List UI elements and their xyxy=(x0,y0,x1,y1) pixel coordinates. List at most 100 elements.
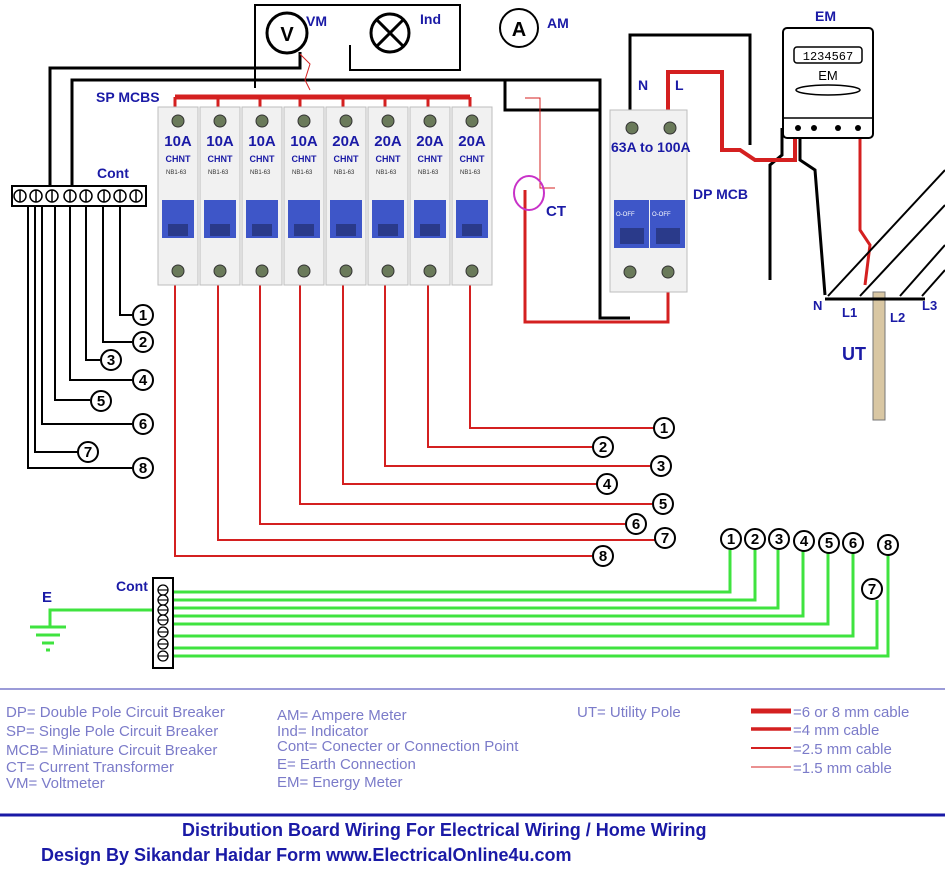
legend-item: EM= Energy Meter xyxy=(277,774,402,791)
meter-box xyxy=(254,4,461,88)
diagram-title: Distribution Board Wiring For Electrical… xyxy=(182,820,707,840)
cable-4mm: =4 mm cable xyxy=(793,722,879,739)
neutral-terminal-2: 2 xyxy=(132,331,154,353)
phase-terminal-3: 3 xyxy=(650,455,672,477)
sp-mcb-3: 10A CHNT NB1-63 xyxy=(241,106,283,286)
svg-text:1: 1 xyxy=(660,420,668,437)
svg-text:6: 6 xyxy=(139,416,147,433)
earth-terminal-8: 8 xyxy=(877,534,899,556)
mcb-rating: 20A xyxy=(332,133,360,150)
top-connector-label: Cont xyxy=(97,165,129,181)
neutral-terminal-7: 7 xyxy=(77,441,99,463)
legend-item: CT= Current Transformer xyxy=(6,759,174,776)
neutral-terminal-8: 8 xyxy=(132,457,154,479)
svg-text:3: 3 xyxy=(107,352,115,369)
phase-terminal-5: 5 xyxy=(652,493,674,515)
phase-terminal-8: 8 xyxy=(592,545,614,567)
svg-text:1: 1 xyxy=(727,531,735,548)
svg-text:5: 5 xyxy=(825,535,833,552)
phase-outgoing xyxy=(174,278,655,557)
earth-terminal-1: 1 xyxy=(720,528,742,550)
pole-l1-label: L1 xyxy=(842,305,857,320)
energy-meter: 1234567 EM xyxy=(782,27,874,139)
current-transformer-icon xyxy=(513,175,545,211)
svg-text:7: 7 xyxy=(868,581,876,598)
legend-item: E= Earth Connection xyxy=(277,756,416,773)
phase-terminal-4: 4 xyxy=(596,473,618,495)
mcb-rating: 10A xyxy=(164,133,192,150)
l-label: L xyxy=(675,77,684,93)
earth-terminal-6: 6 xyxy=(842,532,864,554)
legend-item: MCB= Miniature Circuit Breaker xyxy=(6,742,217,759)
indicator-lamp-icon xyxy=(369,12,411,54)
dp-off-left: O-OFF xyxy=(616,212,635,218)
phase-terminal-2: 2 xyxy=(592,436,614,458)
mcb-brand: CHNT xyxy=(250,154,275,164)
pole-l3-label: L3 xyxy=(922,298,937,313)
svg-text:1: 1 xyxy=(139,307,147,324)
mcb-rating: 20A xyxy=(458,133,486,150)
dp-mcb-label: DP MCB xyxy=(693,186,748,202)
neutral-terminal-4: 4 xyxy=(132,369,154,391)
svg-text:6: 6 xyxy=(849,535,857,552)
cable-legend: =6 or 8 mm cable =4 mm cable =2.5 mm cab… xyxy=(751,704,909,777)
mcb-brand: CHNT xyxy=(460,154,485,164)
mcb-model: NB1-63 xyxy=(166,170,187,176)
svg-text:6: 6 xyxy=(632,516,640,533)
earth-terminal-5: 5 xyxy=(818,532,840,554)
utility-pole xyxy=(825,169,945,421)
mcb-rating: 20A xyxy=(374,133,402,150)
svg-text:2: 2 xyxy=(139,334,147,351)
top-connector-block xyxy=(11,185,147,207)
mcb-rating: 10A xyxy=(248,133,276,150)
mcb-model: NB1-63 xyxy=(208,170,229,176)
neutral-terminal-6: 6 xyxy=(132,413,154,435)
earth-label: E xyxy=(42,589,52,606)
cable-2-5mm: =2.5 mm cable xyxy=(793,741,892,758)
svg-text:5: 5 xyxy=(97,393,105,410)
legend-item: Ind= Indicator xyxy=(277,723,368,740)
mcb-model: NB1-63 xyxy=(292,170,313,176)
legend-ut: UT= Utility Pole xyxy=(577,704,681,721)
am-label: AM xyxy=(547,15,569,31)
phase-terminal-7: 7 xyxy=(654,527,676,549)
vm-label: VM xyxy=(306,13,327,29)
bottom-connector-label: Cont xyxy=(116,578,148,594)
meter-reading: 1234567 xyxy=(803,50,853,64)
mcb-model: NB1-63 xyxy=(334,170,355,176)
neutral-outgoing xyxy=(27,197,132,469)
svg-text:8: 8 xyxy=(139,460,147,477)
svg-text:4: 4 xyxy=(603,476,612,493)
ammeter: A xyxy=(499,8,539,48)
ut-label: UT xyxy=(842,344,866,364)
mcb-rating: 20A xyxy=(416,133,444,150)
mcb-model: NB1-63 xyxy=(250,170,271,176)
mcb-rating: 10A xyxy=(290,133,318,150)
dp-rating-label: 63A to 100A xyxy=(611,139,691,155)
svg-text:4: 4 xyxy=(139,372,148,389)
neutral-terminal-1: 1 xyxy=(132,304,154,326)
pole-l2-label: L2 xyxy=(890,310,905,325)
legend-item: SP= Single Pole Circuit Breaker xyxy=(6,723,218,740)
mcb-model: NB1-63 xyxy=(376,170,397,176)
pole-n-label: N xyxy=(813,298,822,313)
ammeter-symbol: A xyxy=(512,19,526,41)
ind-label: Ind xyxy=(420,11,441,27)
mcb-brand: CHNT xyxy=(418,154,443,164)
earth-ground-icon xyxy=(30,625,66,652)
legend-item: VM= Voltmeter xyxy=(6,775,105,792)
cable-1-5mm: =1.5 mm cable xyxy=(793,760,892,777)
mcb-brand: CHNT xyxy=(208,154,233,164)
earth-terminal-7: 7 xyxy=(861,578,883,600)
dp-off-right: O-OFF xyxy=(652,212,671,218)
earth-terminal-3: 3 xyxy=(768,528,790,550)
